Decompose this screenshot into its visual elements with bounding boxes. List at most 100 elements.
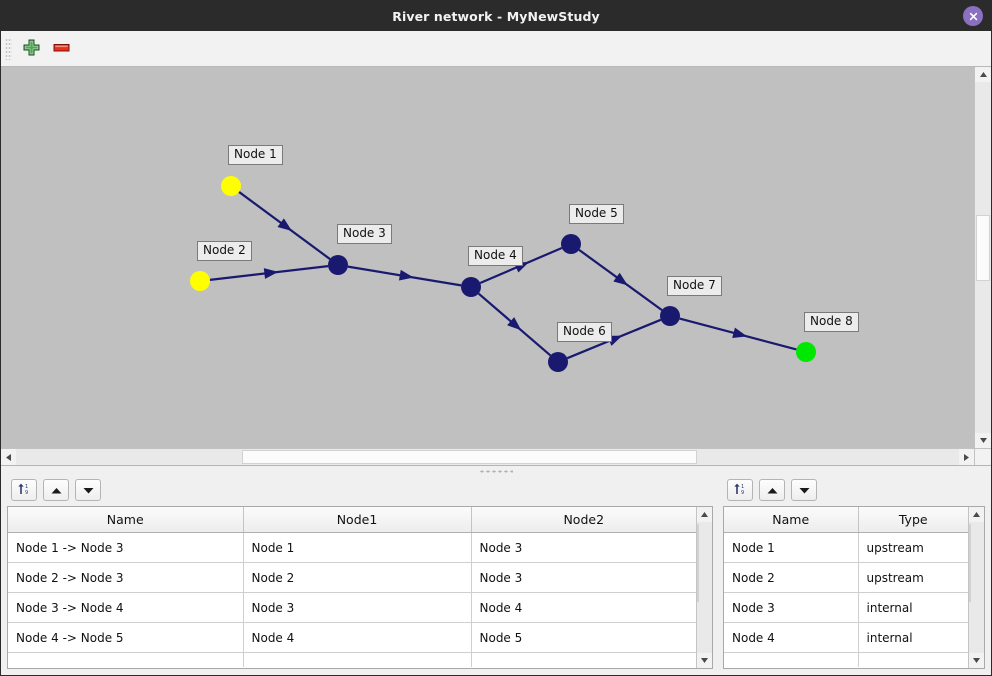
column-header-name[interactable]: Name	[8, 507, 244, 533]
network-diagram-canvas[interactable]: Node 1 Node 2 Node 3 Node 4 Node 5 Node 6 Node…	[1, 67, 974, 448]
table-cell[interactable]	[858, 652, 968, 667]
table-cell[interactable]: upstream	[858, 562, 968, 593]
table-cell[interactable]: Node 4	[471, 592, 696, 623]
node-label-node1[interactable]: Node 1	[228, 145, 283, 165]
table-cell[interactable]: Node 4 -> Node 5	[8, 622, 244, 653]
node-scroll-track[interactable]	[968, 522, 984, 653]
column-header-name[interactable]: Name	[724, 507, 859, 533]
graph-node-node8[interactable]	[796, 342, 816, 362]
node-label-node2[interactable]: Node 2	[197, 241, 252, 261]
node-pane-toolbar: 1 9	[723, 476, 985, 506]
canvas-horizontal-scrollbar[interactable]	[1, 448, 974, 465]
table-cell[interactable]: Node 3 -> Node 4	[8, 592, 244, 623]
move-branch-up-button[interactable]	[43, 479, 69, 501]
branch-table-scrollbar[interactable]	[696, 507, 712, 668]
graph-node-node1[interactable]	[221, 176, 241, 196]
close-icon[interactable]	[963, 6, 983, 26]
table-cell[interactable]: Node 1	[243, 532, 472, 563]
table-cell[interactable]: Node 3	[471, 532, 696, 563]
table-cell[interactable]	[471, 652, 696, 667]
table-row-partial[interactable]	[724, 652, 968, 667]
add-node-button[interactable]	[18, 36, 44, 62]
branch-scroll-thumb[interactable]	[697, 524, 699, 602]
branch-scroll-down-icon[interactable]	[697, 653, 712, 668]
table-cell[interactable]: Node 4	[243, 622, 472, 653]
graph-node-node3[interactable]	[328, 255, 348, 275]
canvas-vscroll-track[interactable]	[975, 82, 991, 433]
table-cell[interactable]	[243, 652, 472, 667]
branch-scroll-up-icon[interactable]	[697, 507, 712, 522]
table-cell[interactable]: internal	[858, 622, 968, 653]
table-cell[interactable]: upstream	[858, 532, 968, 563]
scroll-down-icon[interactable]	[975, 433, 991, 448]
canvas-vscroll-thumb[interactable]	[976, 215, 990, 281]
column-header-node1[interactable]: Node1	[243, 507, 472, 533]
move-node-down-button[interactable]	[791, 479, 817, 501]
column-header-type[interactable]: Type	[858, 507, 968, 533]
table-row-partial[interactable]	[8, 652, 696, 667]
graph-node-node6[interactable]	[548, 352, 568, 372]
node-scroll-up-icon[interactable]	[968, 507, 984, 522]
node-scroll-thumb[interactable]	[968, 524, 971, 602]
scroll-up-icon[interactable]	[975, 67, 991, 82]
branch-scroll-track[interactable]	[697, 522, 712, 653]
node-label-node7[interactable]: Node 7	[667, 276, 722, 296]
table-cell[interactable]: Node 4	[724, 622, 859, 653]
table-cell[interactable]: Node 5	[471, 622, 696, 653]
scroll-right-icon[interactable]	[959, 449, 974, 465]
column-header-node2[interactable]: Node2	[471, 507, 696, 533]
node-scroll-down-icon[interactable]	[968, 653, 984, 668]
node-label-node6[interactable]: Node 6	[557, 322, 612, 342]
sort-branches-button[interactable]: 1 9	[11, 479, 37, 501]
table-cell[interactable]: Node 1 -> Node 3	[8, 532, 244, 563]
graph-node-node5[interactable]	[561, 234, 581, 254]
table-cell[interactable]	[8, 652, 244, 667]
move-node-up-button[interactable]	[759, 479, 785, 501]
arrow-down-icon	[82, 483, 95, 498]
node-label-node5[interactable]: Node 5	[569, 204, 624, 224]
table-cell[interactable]	[724, 652, 859, 667]
arrow-down-icon	[798, 483, 811, 498]
table-cell[interactable]: Node 2	[243, 562, 472, 593]
sort-nodes-button[interactable]: 1 9	[727, 479, 753, 501]
table-cell[interactable]: Node 2 -> Node 3	[8, 562, 244, 593]
canvas-vertical-scrollbar[interactable]	[974, 67, 991, 448]
graph-node-node2[interactable]	[190, 271, 210, 291]
table-cell[interactable]: Node 3	[724, 592, 859, 623]
pane-splitter[interactable]	[1, 465, 991, 476]
graph-node-node4[interactable]	[461, 277, 481, 297]
sort-icon: 1 9	[733, 482, 747, 499]
table-cell[interactable]: Node 3	[471, 562, 696, 593]
green-plus-icon	[23, 39, 40, 59]
canvas-hscroll-track[interactable]	[16, 449, 959, 465]
table-cell[interactable]: Node 3	[243, 592, 472, 623]
node-label-node4[interactable]: Node 4	[468, 246, 523, 266]
table-cell[interactable]: Node 1	[724, 532, 859, 563]
node-label-node8[interactable]: Node 8	[804, 312, 859, 332]
toolbar-grip[interactable]	[5, 37, 12, 60]
edge-arrow-icon	[613, 272, 628, 286]
remove-node-button[interactable]	[48, 36, 74, 62]
table-cell[interactable]: internal	[858, 592, 968, 623]
table-cell[interactable]: Node 2	[724, 562, 859, 593]
node-table-scrollbar[interactable]	[967, 507, 984, 668]
scroll-left-icon[interactable]	[1, 449, 16, 465]
canvas-hscroll-thumb[interactable]	[242, 450, 697, 464]
graph-node-node7[interactable]	[660, 306, 680, 326]
node-label-node3[interactable]: Node 3	[337, 224, 392, 244]
move-branch-down-button[interactable]	[75, 479, 101, 501]
